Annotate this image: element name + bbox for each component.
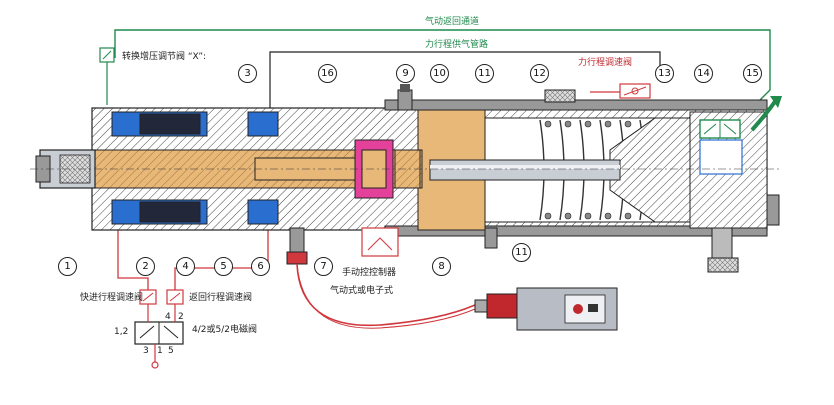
green-return-line bbox=[114, 29, 771, 101]
bottom-fitting bbox=[711, 227, 733, 261]
manual-controller-symbol bbox=[361, 227, 399, 257]
fitting-9 bbox=[397, 89, 413, 111]
top-plate bbox=[384, 99, 768, 111]
callout-12: 12 bbox=[530, 64, 549, 83]
port-label-3: 3 bbox=[143, 346, 149, 356]
label-return-valve: 返回行程调速阀 bbox=[189, 293, 253, 303]
callout-16: 16 bbox=[318, 64, 337, 83]
port-label-4: 4 bbox=[165, 312, 171, 322]
label-fast-forward-valve: 快进行程调速阀 bbox=[80, 293, 144, 303]
label-power-stroke: 力行程供气管路 bbox=[425, 40, 489, 50]
callout-4: 4 bbox=[176, 257, 195, 276]
callout-3: 3 bbox=[238, 64, 257, 83]
port-label-12: 1,2 bbox=[114, 327, 129, 337]
fitting-7 bbox=[289, 227, 305, 255]
port-label-1: 1 bbox=[157, 346, 163, 356]
callout-11-top: 11 bbox=[475, 64, 494, 83]
callout-10: 10 bbox=[430, 64, 449, 83]
port-label-5: 5 bbox=[168, 346, 174, 356]
callout-8: 8 bbox=[432, 257, 451, 276]
label-switch-valve: 转换增压调节阀 “X”: bbox=[122, 52, 207, 62]
callout-2: 2 bbox=[136, 257, 155, 276]
callout-1: 1 bbox=[58, 257, 77, 276]
callout-9: 9 bbox=[396, 64, 415, 83]
callout-15: 15 bbox=[743, 64, 762, 83]
fitting-12 bbox=[544, 89, 576, 103]
spring-sections bbox=[544, 120, 632, 220]
label-cutoff: 手动控控制器 bbox=[342, 268, 397, 278]
callout-5: 5 bbox=[214, 257, 233, 276]
callout-13: 13 bbox=[655, 64, 674, 83]
callout-7: 7 bbox=[314, 257, 333, 276]
switch-adapter bbox=[486, 293, 518, 319]
side-fitting bbox=[766, 194, 780, 226]
callout-14: 14 bbox=[694, 64, 713, 83]
red-fast-line bbox=[117, 220, 149, 290]
label-pneumatic-sensor: 气动式或电子式 bbox=[330, 286, 394, 296]
port-label-2: 2 bbox=[178, 312, 184, 322]
piston-rod bbox=[429, 159, 621, 181]
callout-6: 6 bbox=[251, 257, 270, 276]
fitting-11-bottom bbox=[484, 227, 498, 249]
blue-channel-right bbox=[699, 139, 743, 175]
switch-connector bbox=[474, 299, 488, 313]
label-solenoid-valve: 4/2或5/2电磁阀 bbox=[192, 325, 257, 335]
callout-11-bottom: 11 bbox=[512, 243, 531, 262]
label-power-stroke-valve: 力行程调速阀 bbox=[578, 58, 633, 68]
label-pneumatic-return: 气动返回通道 bbox=[425, 17, 480, 27]
